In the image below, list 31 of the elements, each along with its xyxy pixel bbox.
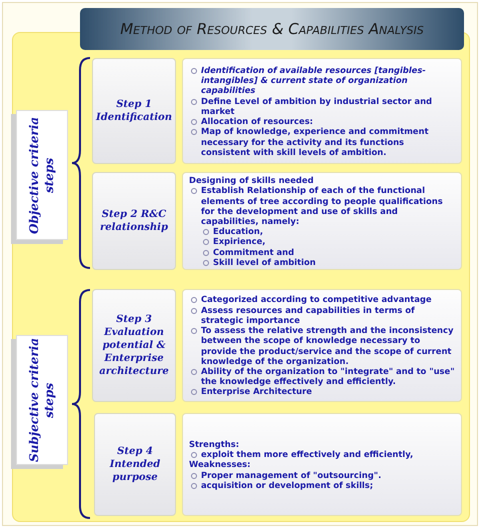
bullet-item: Skill level of ambition — [189, 256, 455, 267]
bullet-item: Assess resources and capabilities in terms of strategic importance — [189, 304, 455, 326]
bullet-item: Proper management of "outsourcing". — [189, 470, 455, 480]
group-label: Objective criteria steps — [27, 115, 57, 236]
bullet-item: exploit them more effectively and efficiently, — [189, 449, 455, 460]
content-box — [182, 58, 462, 164]
step-box: Step 4 Intended purpose — [94, 413, 176, 516]
bullet-item: Allocation of resources: — [189, 116, 455, 126]
bullet-item: Map of knowledge, experience and commitment necessary for the activity and its functions consistent with skill levels of ambition. — [189, 126, 455, 157]
step-box: Step 1 Identification — [92, 58, 176, 164]
bullet-item: Identification of available resources [tangibles-intangibles] & current state of organization capabilities — [189, 65, 455, 96]
bullet-item: To assess the relative strength and the inconsistency between the scope of knowledge necessary to provide the product/service and the scope of current knowledge of the organization. — [189, 325, 455, 366]
bullet-item: Define Level of ambition by industrial sector and market — [189, 96, 455, 116]
step-box: Step 2 R&C relationship — [92, 172, 176, 270]
bullet-item: Expirience, — [189, 236, 455, 247]
heading-text: Strengths: — [189, 438, 240, 450]
bullet-item: Enterprise Architecture — [189, 386, 455, 397]
content-box — [182, 289, 462, 402]
title-banner: Method of Resources & Capabilities Analysis — [80, 8, 464, 50]
bullet-item: Establish Relationship of each of the functional elements of tree according to people qualifications for the development and use of skills and capabilities, namely: — [189, 185, 455, 226]
bullet-item: Education, — [189, 226, 455, 236]
group-label: Subjective criteria steps — [27, 337, 57, 464]
bullet-item: Ability of the organization to "integrate" and to "use" the knowledge effectively and efficiently. — [189, 366, 455, 386]
bullet-item: Commitment and — [189, 246, 455, 257]
content-box — [182, 172, 462, 270]
content-box — [182, 413, 462, 516]
step-box: Step 3 Evaluation potential & Enterprise architecture — [92, 289, 176, 402]
heading-text: Designing of skills needed — [189, 175, 315, 186]
bullet-item: acquisition or development of skills; — [189, 480, 455, 490]
bullet-item: Categorized according to competitive advantage — [189, 294, 455, 305]
heading-text: Weaknesses: — [189, 459, 252, 470]
